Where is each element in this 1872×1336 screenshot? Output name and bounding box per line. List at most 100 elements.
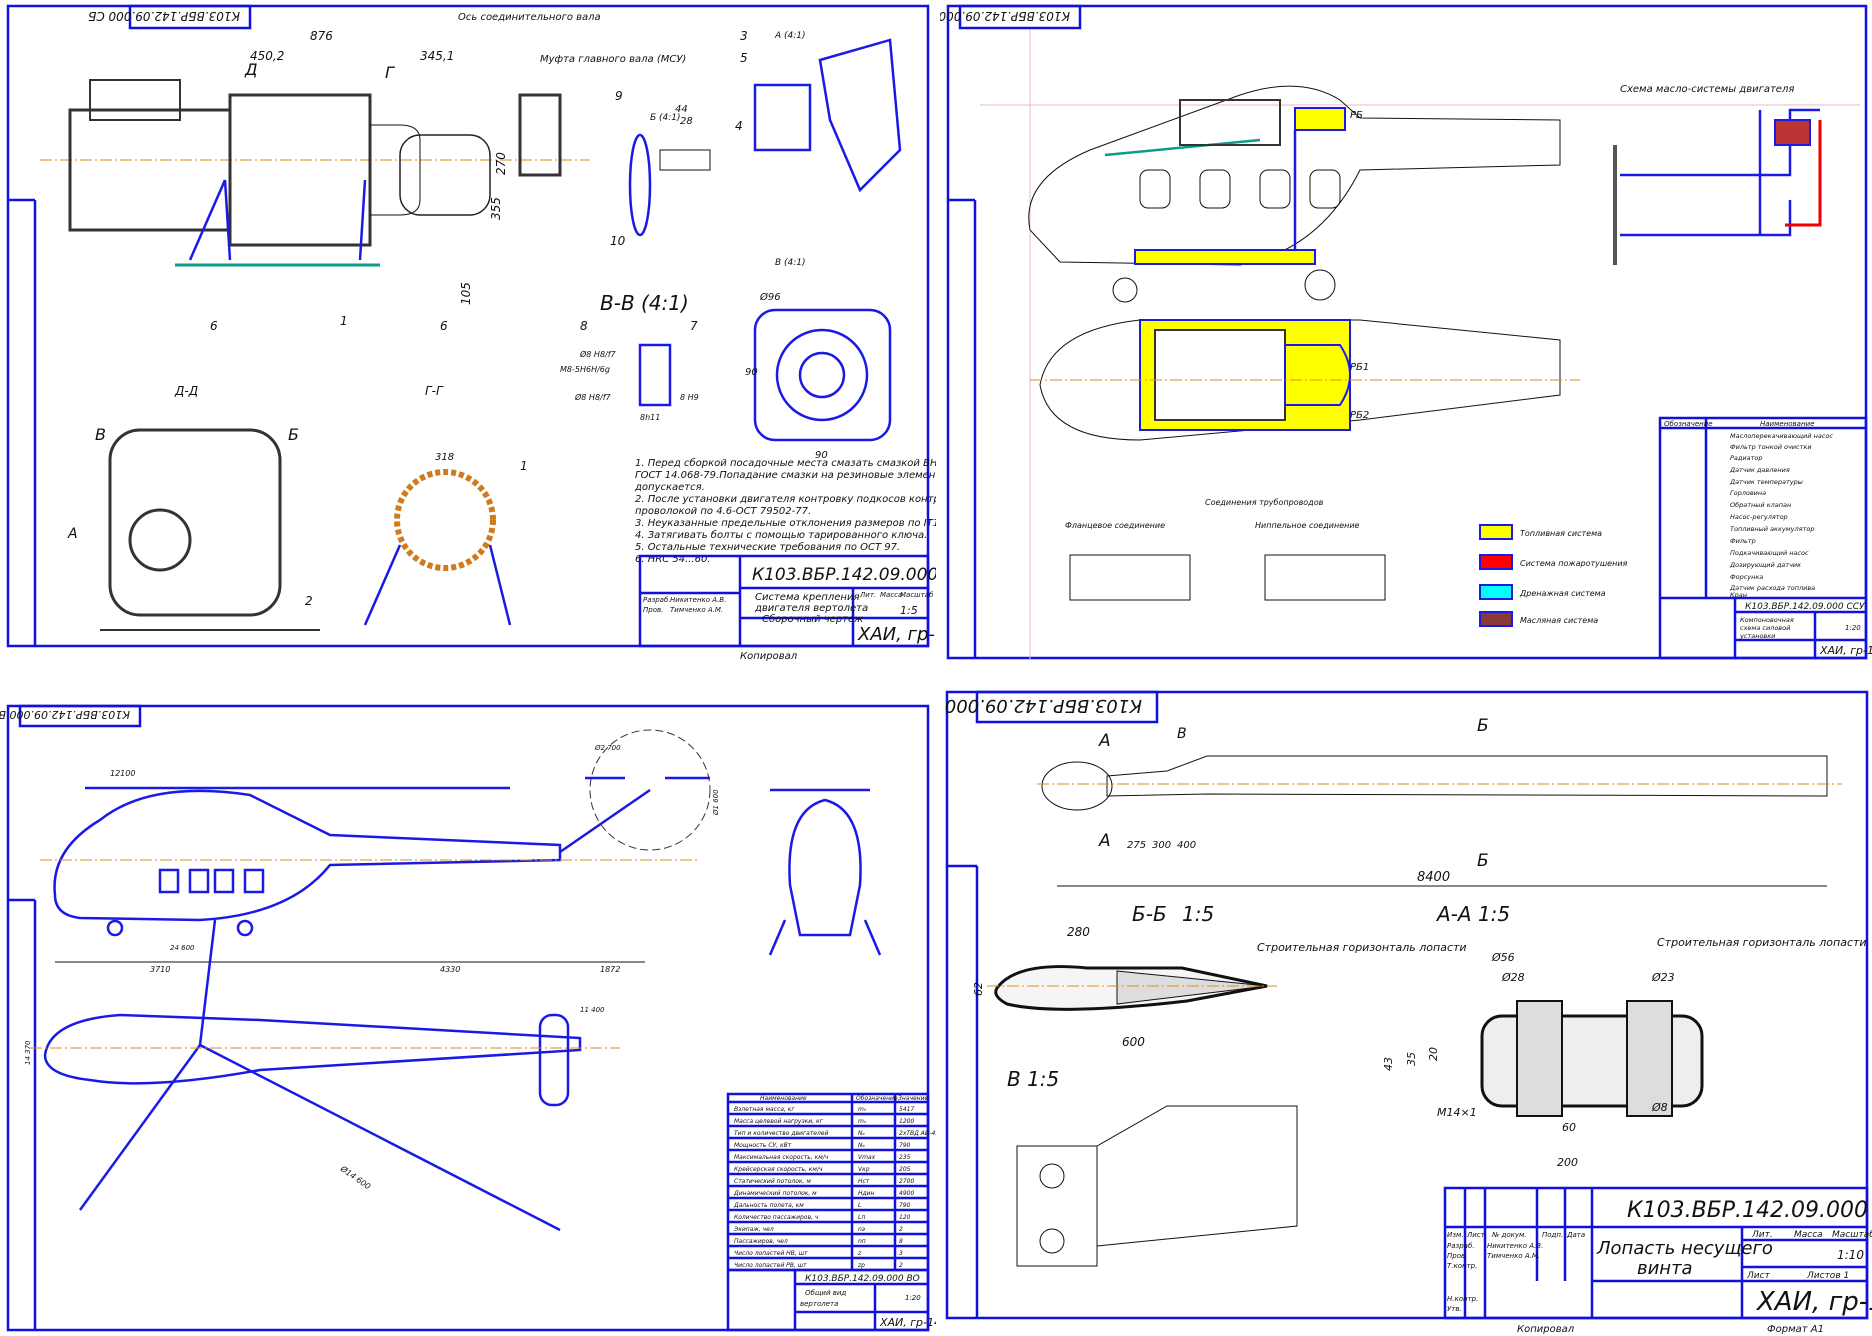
pipe-connections: Соединения трубопроводов Фланцевое соеди… [1065,498,1386,601]
row-label: Разраб. [1447,1242,1475,1250]
section-scale: 1:5 [1182,902,1214,926]
note-line: 1. Перед сборкой посадочные места смазат… [635,457,936,469]
spec-cell: Динамический потолок, м [733,1190,817,1197]
spec-cell: Hст [858,1178,870,1185]
checker-name: Тимченко А.М. [670,606,723,614]
legend-item: Датчик температуры [1729,478,1803,486]
dim-text: 8h11 [640,413,660,422]
spec-cell: Взлетная масса, кг [734,1106,795,1113]
drawing-power-plant: К103.ВБР.142.09.000 ССУ РБ РБ1 РБ2 Схема… [940,4,1872,660]
spec-cell: Дальность полета, км [733,1202,804,1209]
legend-item: Маслоперекачивающий насос [1730,432,1833,440]
dim-text: 280 [1067,925,1090,939]
legend-item: Датчик расхода топлива [1729,584,1815,592]
drawing-name: Сборочный чертеж [762,613,863,625]
sheet-general-view: К103.ВБР.142.09.000 ВО 12100 3710 4330 1… [0,670,936,1336]
row-label: Т.контр. [1447,1262,1477,1270]
dim-text: Ø96 [759,291,781,303]
drawing-name: установки [1739,632,1775,640]
section-bb: Б-Б 1:5 280 62 600 Строительная горизонт… [972,902,1467,1049]
spec-cell: z [857,1250,862,1257]
drawing-rotor-blade: К103.ВБР.142.09.000 8400 275 300 400 А А… [945,690,1872,1335]
tank-label: РБ [1350,110,1363,121]
drawing-name: схема силовой [1740,624,1790,632]
legend-item: Фильтр [1730,537,1756,545]
spec-cell: Статический потолок, м [734,1178,811,1185]
format-label: Формат А1 [1767,1324,1824,1335]
col-label: № докум. [1491,1231,1527,1239]
section-mark: Д [244,60,258,79]
spec-cell: m₀ [858,1106,867,1113]
legend-item: Обратный клапан [1730,501,1791,509]
dim-text: 14 370 [24,1040,32,1065]
drawing-code: К103.ВБР.142.09.000 СБ [752,565,936,585]
note-line: 5. Остальные технические требования по О… [635,541,900,553]
spec-cell: zр [857,1262,865,1269]
section-title: А-А 1:5 [1435,902,1510,926]
dim-text: 355 [489,197,503,220]
tank-label: РБ1 [1350,362,1369,373]
spec-cell: Lп [858,1214,865,1221]
drawing-name: Лопасть несущего [1596,1238,1773,1259]
chord-label: Строительная горизонталь лопасти [1657,936,1867,949]
note-line: ГОСТ 14.068-79.Попадание смазки на резин… [635,470,936,481]
engine-side-view: 876 450,2 345,1 270 355 105 Ось соединит… [40,12,686,333]
developer-name: Никитенко А.В. [670,596,726,604]
spec-cell: nэ [858,1226,865,1233]
developer-name: Никитенко А.В. [1487,1242,1543,1250]
dim-text: 8400 [1417,870,1450,885]
checker-name: Тимченко А.М. [1487,1252,1540,1260]
sheet-rotor-blade: К103.ВБР.142.09.000 8400 275 300 400 А А… [937,686,1872,1336]
legend-item: Форсунка [1730,573,1763,581]
row-label: Разраб. [643,596,671,604]
position-number: 7 [690,319,698,333]
spec-cell: Количество пассажиров, ч [734,1214,819,1221]
helicopter-front-view [768,788,882,956]
helicopter-side-layout: РБ [1028,85,1561,303]
spec-cell: 2хТВД АИ-450 [899,1130,936,1137]
legend-label: Топливная система [1520,529,1602,538]
spec-cell: 2 [899,1262,903,1269]
dim-text: Ø2 700 [594,744,621,752]
sheet-power-plant: К103.ВБР.142.09.000 ССУ РБ РБ1 РБ2 Схема… [940,0,1872,665]
drawing-name: двигателя вертолета [754,603,868,614]
spec-cell: Экипаж, чел [733,1226,774,1233]
scale-label: Масштаб [900,591,934,599]
stamp-code: К103.ВБР.142.09.000 [945,695,1142,716]
dim-text: 44 [675,104,688,115]
dim-text: Ø8 [1651,1101,1668,1114]
spec-cell: Vкр [858,1166,870,1173]
spec-cell: 1200 [899,1118,914,1125]
spec-cell: Vmax [858,1154,876,1161]
row-label: Пров. [1447,1252,1467,1260]
spec-cell: Крейсерская скорость, км/ч [734,1166,823,1173]
section-title: Д-Д [174,384,198,398]
view-label: Б (4:1) [650,113,681,123]
helicopter-top-view: Ø14 600 11 400 14 370 [24,919,620,1232]
oil-scheme-title: Схема масло-системы двигателя [1620,84,1794,95]
spec-cell: Масса целевой нагрузки, кг [734,1118,824,1125]
dim-text: 876 [310,29,333,43]
spec-cell: 2 [899,1226,903,1233]
spec-cell: 5417 [899,1106,914,1113]
dim-text: 105 [459,282,473,305]
scale-value: 1:10 [1837,1248,1864,1262]
blade-plan-view: 8400 275 300 400 А А В Б Б [1037,716,1842,887]
section-mark: В [1177,726,1187,742]
note-line: 4. Затягивать болты с помощью тарированн… [635,529,927,541]
pipes-title: Соединения трубопроводов [1205,498,1324,507]
spec-cell: Тип и количество двигателей [734,1130,829,1137]
position-number: 6 [440,319,448,333]
spec-cell: Hдин [858,1190,875,1197]
position-number: 10 [610,234,626,248]
table-head: Значение [898,1095,929,1102]
legend-item: Радиатор [1730,454,1763,462]
dim-text: Ø23 [1651,971,1675,984]
title-block: К103.ВБР.142.09.000 СБ Система крепления… [638,554,936,648]
view-v: В 1:5 [1007,1067,1298,1267]
spec-cell: 3 [899,1250,903,1257]
legend-item: Горловина [1730,489,1766,497]
stamp-code: К103.ВБР.142.09.000 СБ [88,9,240,23]
col-label: Дата [1566,1231,1585,1239]
section-mark: Б [1477,851,1489,871]
